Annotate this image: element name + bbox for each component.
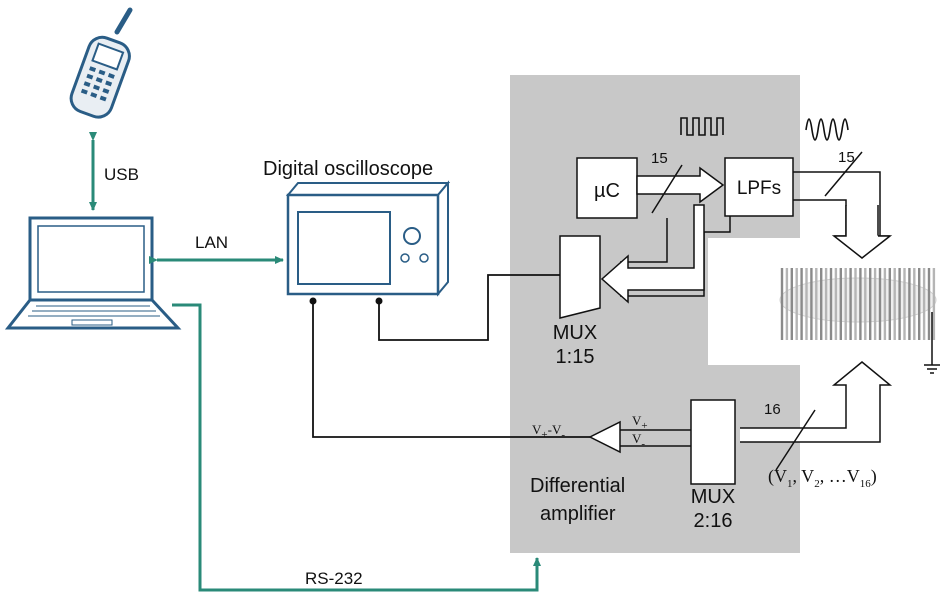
lpfs-output-line [793,171,881,236]
bus-slash-15-b [824,151,863,197]
voltage-list: (V1, V2, …V16) [768,466,877,490]
wire-scope-to-diffamp [312,301,590,438]
bus-slash-15-a [651,164,683,214]
oscilloscope-icon [285,180,451,297]
wire-scope-to-mux1 [378,274,560,341]
vdiff-label: V+-V- [532,422,565,441]
ground-icon [924,312,940,374]
mux1-ratio: 1:15 [556,346,595,368]
diff-amp-label-line1: Differential [530,475,625,497]
diff-amp-label-line2: amplifier [540,503,616,525]
lpfs-label: LPFs [737,178,781,199]
mux1-box [559,235,601,319]
electrode-array [779,268,937,340]
lan-label: LAN [195,233,228,252]
rs232-label: RS-232 [305,569,363,588]
sine-wave-icon [805,118,849,141]
bus-slash-16 [775,409,816,471]
microcontroller-box [576,157,638,219]
mux1-name: MUX [553,322,597,344]
bus-count-15-a: 15 [651,150,668,167]
mux2-name: MUX [691,486,735,508]
bus-arrow-uc-to-lpfs [636,166,725,204]
laptop-icon [4,216,182,330]
oscilloscope-label: Digital oscilloscope [263,158,433,180]
mux2-ratio: 2:16 [694,510,733,532]
diff-amp-triangle [588,420,621,454]
vplus-label: V+ [632,413,648,432]
bus-arrow-to-electrodes [740,361,893,443]
usb-label: USB [104,165,139,184]
vminus-label: V- [632,431,645,450]
rs232-link [172,303,541,592]
microcontroller-label: µC [594,180,620,202]
mux2-box [690,399,736,485]
lpfs-output-arrow-head [831,205,893,259]
lpfs-box [724,157,794,217]
bus-count-16: 16 [764,401,781,418]
mobile-phone-icon [69,7,133,119]
bus-arrow-into-mux1 [600,204,705,304]
control-line-uc-to-mux [620,218,668,263]
bus-count-15-b: 15 [838,149,855,166]
square-wave-icon [680,117,724,136]
